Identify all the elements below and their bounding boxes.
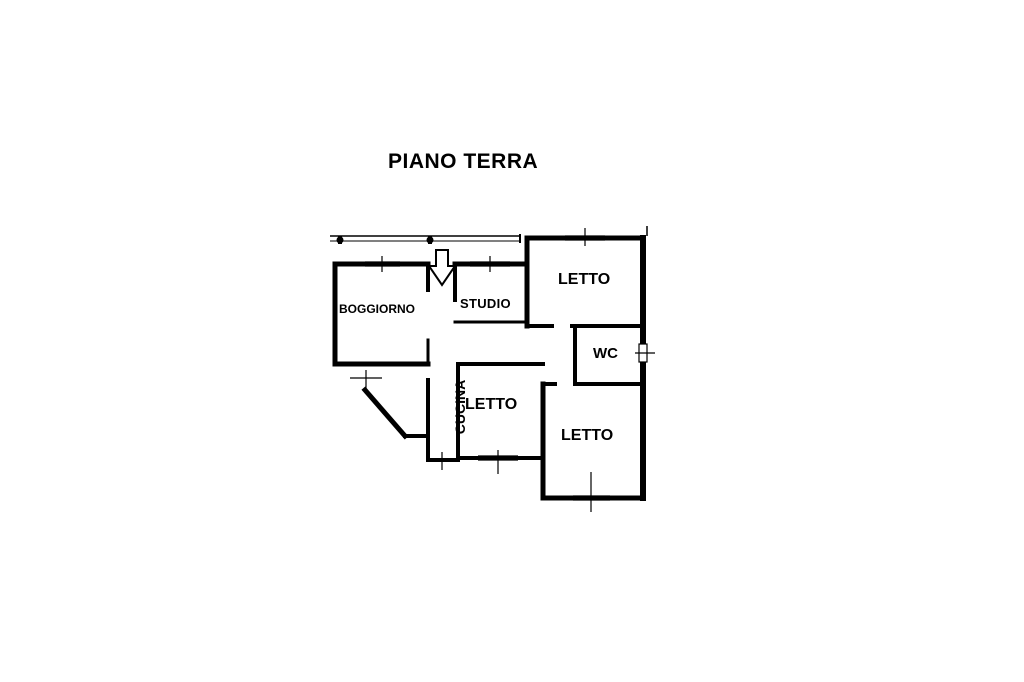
room-label-studio: STUDIO [460, 296, 511, 311]
entrance-arrow-icon [427, 249, 457, 287]
balcony-lines [330, 226, 648, 244]
room-label-letto-bottom: LETTO [561, 427, 614, 444]
floor-title: PIANO TERRA [388, 150, 539, 173]
room-label-letto-top: LETTO [558, 271, 611, 288]
room-label-cucina: CUCINA [452, 379, 468, 435]
room-label-soggiorno: BOGGIORNO [339, 302, 416, 316]
room-label-wc: WC [593, 345, 618, 362]
room-label-letto-middle: LETTO [465, 396, 518, 413]
window-markers [350, 228, 655, 512]
